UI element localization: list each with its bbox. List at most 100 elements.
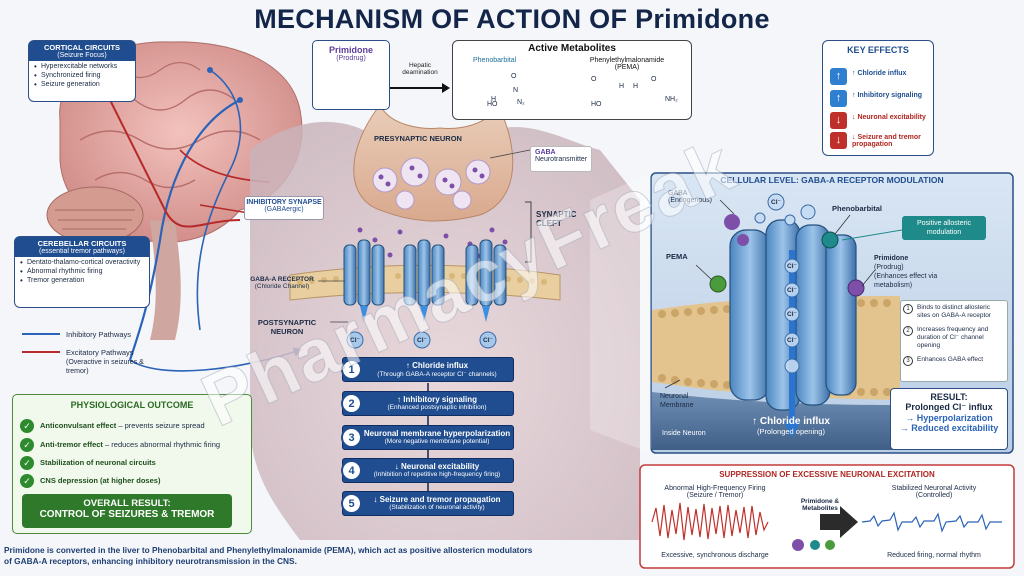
cl-ion-label: Cl⁻ <box>350 337 360 344</box>
list-item: Hyperexcitable networks <box>33 62 131 71</box>
step-number: 1 <box>341 359 362 380</box>
overall-line2: CONTROL OF SEIZURES & TREMOR <box>39 509 215 520</box>
suppression-left-sub: (Seizure / Tremor) <box>686 492 744 499</box>
chloride-influx-caption: ↑ Chloride influx (Prolonged opening) <box>736 416 846 436</box>
influx-main: ↑ Chloride influx <box>752 416 830 427</box>
cellular-primidone-sub2: (Enhances effect via metabolism) <box>874 273 938 289</box>
atom-o: O <box>511 73 517 80</box>
legend-inhibitory: Inhibitory Pathways <box>66 330 132 339</box>
pema-label: Phenylethylmalonamide (PEMA) <box>563 57 691 71</box>
inhib-syn-sub: (GABAergic) <box>264 206 304 213</box>
key-effect-chloride: ↑ ↑ Chloride influx <box>830 68 930 86</box>
phenobarbital-label: Phenobarbital <box>473 57 517 64</box>
step-number: 5 <box>341 493 362 514</box>
physio-item-rest: – prevents seizure spread <box>116 421 205 430</box>
step-main: ↑ Chloride influx <box>405 361 469 370</box>
suppression-right-header: Stabilized Neuronal Activity (Controlled… <box>864 485 1004 499</box>
atom-nh2: NH₂ <box>665 96 678 103</box>
influx-sub: (Prolonged opening) <box>757 427 825 436</box>
postsynaptic-label: POSTSYNAPTIC NEURON <box>257 318 317 336</box>
step-sub: (Inhibition of repetitive high-frequency… <box>373 471 501 478</box>
cortical-title: CORTICAL CIRCUITS <box>43 43 121 52</box>
conversion-line1: Hepatic <box>408 62 432 69</box>
footer-line1: Primidone is converted in the liver to P… <box>4 545 533 555</box>
presynaptic-label: PRESYNAPTIC NEURON <box>374 134 462 143</box>
step-sub: (Through GABA-A receptor Cl⁻ channels) <box>377 371 497 378</box>
check-icon: ✓ <box>20 419 34 433</box>
list-item: Tremor generation <box>19 276 145 285</box>
cortical-sub: (Seizure Focus) <box>57 52 107 59</box>
result-item: → Hyperpolarization <box>905 413 993 423</box>
note-number: 1 <box>903 304 913 314</box>
overall-line1: OVERALL RESULT: <box>83 498 171 509</box>
check-icon: ✓ <box>20 456 34 470</box>
cellular-note: 3 Enhances GABA effect <box>903 356 1004 366</box>
metabolites-box: Active Metabolites Phenobarbital Phenyle… <box>452 40 692 120</box>
step-main: Neuronal membrane hyperpolarization <box>363 429 511 438</box>
suppression-mid-label: Primidone & Metabolites <box>790 498 850 512</box>
physio-item-bold: Anti-tremor effect <box>40 440 103 449</box>
inhibitory-synapse-label: INHIBITORY SYNAPSE (GABAergic) <box>244 196 324 220</box>
arrow-down-icon: ↓ <box>830 132 847 149</box>
note-text: Binds to distinct allosteric sites on GA… <box>917 304 992 319</box>
cellular-phenobarbital: Phenobarbital <box>832 204 883 213</box>
cl-ion-label: Cl⁻ <box>787 337 797 344</box>
result-line: Prolonged Cl⁻ influx <box>905 402 993 412</box>
suppression-left-header: Abnormal High-Frequency Firing (Seizure … <box>650 485 780 499</box>
step-number: 4 <box>341 460 362 481</box>
cellular-primidone-sub: (Prodrug) <box>874 264 904 271</box>
pam-badge: Positive allosteric modulation <box>902 216 986 240</box>
step-sub: (More negative membrane potential) <box>384 438 490 445</box>
cellular-gaba-label: GABA (Endogenous) <box>668 190 712 204</box>
result-item: → Reduced excitability <box>899 423 999 433</box>
atom-h2: H <box>633 83 639 90</box>
result-box: RESULT: Prolonged Cl⁻ influx → Hyperpola… <box>890 388 1008 450</box>
list-item: Synchronized firing <box>33 71 131 80</box>
note-text: Increases frequency and duration of Cl⁻ … <box>917 326 989 349</box>
step-sub: (Stabilization of neuronal activity) <box>389 504 485 511</box>
note-number: 3 <box>903 356 913 366</box>
cellular-note: 2 Increases frequency and duration of Cl… <box>903 326 1004 350</box>
pema-line1: Phenylethylmalonamide <box>589 57 665 64</box>
atom-o2: O <box>591 76 597 83</box>
conversion-line2: deamination <box>402 69 438 76</box>
conversion-label: Hepatic deamination <box>392 62 448 76</box>
atom-h1: H <box>619 83 625 90</box>
physio-item-bold: Anticonvulsant effect <box>40 421 117 430</box>
cerebellar-circuits-box: CEREBELLAR CIRCUITS (essential tremor pa… <box>14 236 150 308</box>
atom-ho2: HO <box>591 101 602 108</box>
cerebellar-sub: (essential tremor pathways) <box>39 248 125 255</box>
suppression-mid-1: Primidone & <box>800 498 840 505</box>
arrow-up-icon: ↑ <box>830 90 847 107</box>
list-item: Abnormal rhythmic firing <box>19 267 145 276</box>
legend-excitatory: Excitatory Pathways <box>66 348 134 357</box>
cl-ion-label: Cl⁻ <box>771 199 781 206</box>
physio-item-rest: – reduces abnormal rhythmic firing <box>102 440 221 449</box>
list-item: Dentato-thalamo-cortical overactivity <box>19 258 145 267</box>
physio-item-4: CNS depression (at higher doses) <box>40 476 160 485</box>
inhib-syn-title: INHIBITORY SYNAPSE <box>246 199 322 206</box>
gaba-sub: Neurotransmitter <box>535 156 588 163</box>
cellular-primidone: Primidone (Prodrug) (Enhances effect via… <box>874 254 964 290</box>
pema-line2: (PEMA) <box>614 64 640 71</box>
legend-excitatory-sub: (Overactive in seizures & tremor) <box>66 359 144 375</box>
step-main: ↓ Neuronal excitability <box>394 462 480 471</box>
step-main: ↑ Inhibitory signaling <box>397 395 477 404</box>
check-icon: ✓ <box>20 438 34 452</box>
suppression-right-title: Stabilized Neuronal Activity <box>891 485 977 492</box>
arrow-up-icon: ↑ <box>830 68 847 85</box>
atom-n: N <box>513 87 519 94</box>
key-effect-label: ↑ Inhibitory signaling <box>852 92 922 99</box>
cellular-gaba: GABA <box>668 190 688 197</box>
suppression-panel-illustration <box>639 464 1015 569</box>
metabolites-title: Active Metabolites <box>528 43 616 54</box>
cerebellar-title: CEREBELLAR CIRCUITS <box>37 239 127 248</box>
cl-ion-label: Cl⁻ <box>787 287 797 294</box>
suppression-mid-2: Metabolites <box>802 505 838 512</box>
prodrug-box: Primidone (Prodrug) <box>312 40 390 110</box>
cellular-pema: PEMA <box>666 252 688 261</box>
key-effect-inhibitory: ↑ ↑ Inhibitory signaling <box>830 90 930 108</box>
step-number: 2 <box>341 393 362 414</box>
step-5: 5 ↓ Seizure and tremor propagation (Stab… <box>341 491 514 516</box>
key-effect-label: ↑ Chloride influx <box>852 70 907 77</box>
